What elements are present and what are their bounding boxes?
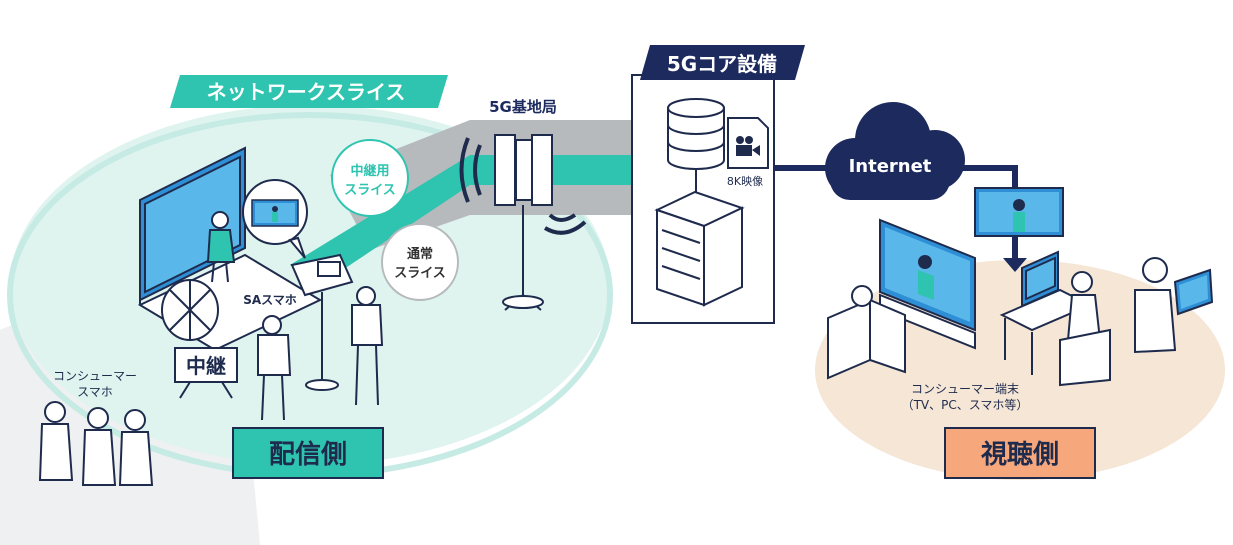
antenna-icon xyxy=(459,134,587,311)
viewer-arrow-head xyxy=(1003,258,1027,272)
normal-slice-circle xyxy=(381,223,459,301)
internet-label: Internet xyxy=(849,156,932,177)
base-station-label: 5G基地局 xyxy=(489,98,557,116)
viewer-arrow-shaft xyxy=(1012,236,1018,260)
core-to-internet-line xyxy=(774,165,834,171)
consumer-phone-label-1: コンシューマー xyxy=(53,369,137,383)
consumer-phone-label-2: スマホ xyxy=(77,385,113,399)
cloud-icon xyxy=(825,102,965,200)
pc-icon xyxy=(999,250,1093,375)
sa-phone-label: SAスマホ xyxy=(243,293,297,307)
presenter-figure xyxy=(206,211,236,283)
internet-to-viewer-line xyxy=(945,165,1015,171)
pc-viewer xyxy=(1059,271,1111,387)
relay-slice-label-2: スライス xyxy=(344,183,396,198)
presenter-body xyxy=(1013,212,1025,232)
normal-slice-label-1: 通常 xyxy=(407,246,433,262)
sa-phone-operator xyxy=(257,315,292,421)
network-slice-label: ネットワークスライス xyxy=(207,80,406,104)
tablet-icon xyxy=(1173,268,1214,316)
relay-sign-leg-left xyxy=(179,381,191,399)
reflector-umbrella xyxy=(161,279,219,341)
broadcast-camera xyxy=(290,253,354,391)
camera-icon xyxy=(727,117,769,169)
core-banner xyxy=(640,45,805,80)
consumer-terminal-label-1: コンシューマー端末 xyxy=(911,382,1019,396)
relay-slice-circle xyxy=(331,139,409,217)
viewer-sofa xyxy=(827,285,906,380)
relay-sign-leg-right xyxy=(221,381,233,399)
internet-to-viewer-line-down xyxy=(1012,165,1018,187)
video-8k-label: 8K映像 xyxy=(727,175,763,188)
viewer-side-badge xyxy=(944,427,1096,479)
relay-sign xyxy=(174,347,238,383)
relay-slice-label-1: 中継用 xyxy=(350,163,389,179)
tv-icon xyxy=(879,218,976,350)
server-rack-icon xyxy=(654,168,745,307)
core-label: 5Gコア設備 xyxy=(667,52,777,76)
consumer-people xyxy=(38,401,154,486)
relay-label: 中継 xyxy=(186,354,226,378)
tablet-viewer xyxy=(1134,257,1177,354)
sender-side-label: 配信側 xyxy=(269,440,347,470)
stage-backdrop xyxy=(139,146,246,305)
camera-operator xyxy=(351,286,384,406)
database-icon xyxy=(667,98,725,170)
presenter-head xyxy=(1013,199,1025,211)
camera-view-bubble xyxy=(242,179,308,259)
sender-side-badge xyxy=(232,427,384,479)
normal-slice-label-2: スライス xyxy=(394,266,446,281)
network-slice-banner xyxy=(170,75,448,108)
viewer-side-label: 視聴側 xyxy=(981,440,1059,470)
consumer-terminal-label-2: （TV、PC、スマホ等） xyxy=(902,398,1029,412)
